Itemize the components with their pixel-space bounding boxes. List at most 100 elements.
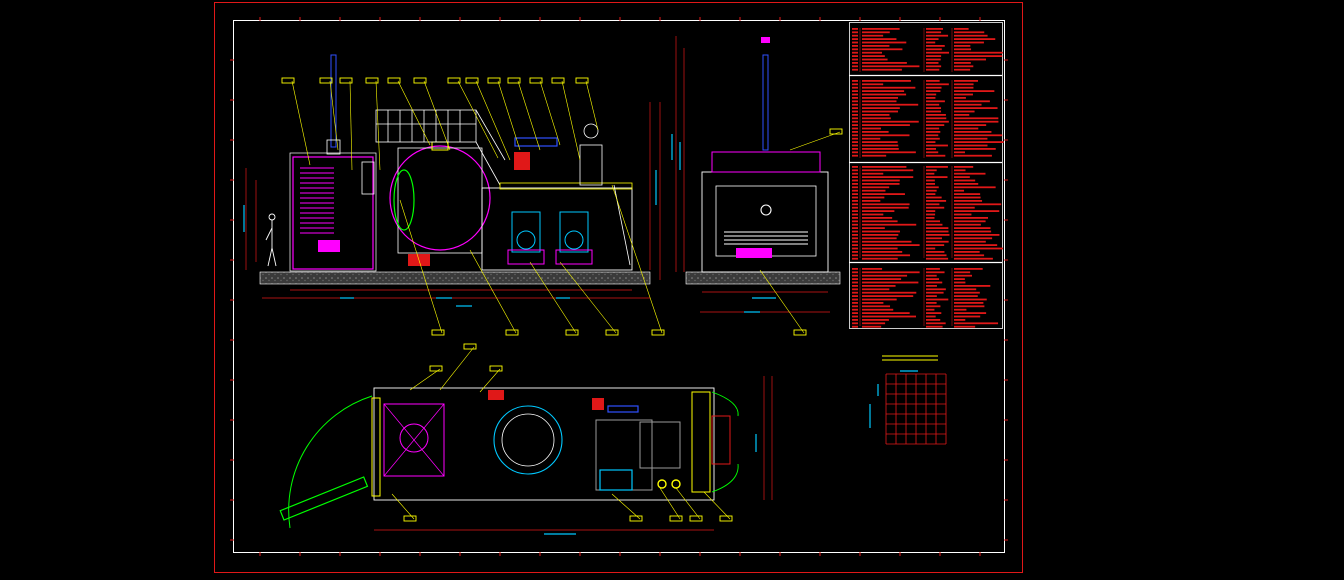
swing-door-leaf <box>279 476 369 521</box>
table-cell <box>852 227 858 229</box>
table-cell <box>862 154 887 157</box>
callout-tag <box>465 77 479 84</box>
table-cell <box>926 237 942 240</box>
table-cell <box>954 220 986 223</box>
table-cell <box>926 274 937 277</box>
table-cell <box>852 240 858 243</box>
table-cell <box>926 90 941 92</box>
table-cell <box>862 281 919 284</box>
leader-line <box>423 80 451 151</box>
table-cell <box>852 103 858 106</box>
table-cell <box>954 315 981 318</box>
table-cell <box>926 189 937 192</box>
table-cell <box>926 203 940 206</box>
table-cell <box>862 110 899 113</box>
table-cell <box>926 217 935 219</box>
table-cell <box>862 206 909 209</box>
leader-line <box>397 80 431 146</box>
table-cell <box>852 144 858 147</box>
table-cell <box>862 196 885 199</box>
main-vessel-body <box>389 145 491 251</box>
plan-cyan-box <box>599 469 633 491</box>
pump-room <box>481 187 633 271</box>
table-cell <box>852 285 858 287</box>
table-cell <box>862 62 907 64</box>
table-cell <box>926 93 937 96</box>
operator-figure-icon <box>265 213 277 267</box>
table-cell <box>862 213 884 216</box>
table-cell <box>954 206 975 209</box>
table-cell <box>852 234 858 236</box>
table-cell <box>852 268 858 270</box>
table-cell <box>926 288 946 291</box>
leader-line <box>409 368 441 391</box>
table-cell <box>954 281 966 284</box>
table-cell <box>926 154 946 157</box>
table-cell <box>926 234 950 236</box>
table-cell <box>926 31 942 34</box>
table-cell <box>852 278 858 280</box>
table-cell <box>954 312 987 314</box>
table-cell <box>954 288 977 291</box>
table-cell <box>862 120 919 123</box>
table-cell <box>926 144 948 147</box>
magenta-block <box>318 240 340 252</box>
table-cell <box>926 308 935 311</box>
table-cell <box>954 144 988 147</box>
leader-line <box>759 269 805 334</box>
table-cell <box>954 68 971 71</box>
callout-tag <box>829 128 843 135</box>
table-cell <box>852 45 858 47</box>
table-cell <box>954 247 1003 250</box>
table-cell <box>954 291 980 294</box>
leader-line <box>585 80 599 131</box>
table-cell <box>862 65 920 68</box>
main-vessel-shell <box>397 147 483 254</box>
table-cell <box>852 114 858 116</box>
table-cell <box>852 137 858 140</box>
table-cell <box>862 34 884 37</box>
blue-equipment <box>514 137 558 147</box>
table-cell <box>852 244 858 246</box>
table-cell <box>852 315 858 318</box>
table-cell <box>954 237 993 240</box>
table-cell <box>926 34 949 37</box>
vessel-hatch-icon <box>393 169 415 231</box>
table-cell <box>862 200 881 202</box>
table-cell <box>954 244 998 246</box>
table-cell <box>954 227 991 229</box>
foundation-slab <box>259 271 651 285</box>
table-cell <box>862 103 919 106</box>
table-cell <box>862 151 916 154</box>
table-cell <box>926 65 942 68</box>
callout-tag <box>387 77 401 84</box>
table-cell <box>954 41 984 44</box>
title-grid <box>869 355 947 445</box>
table-cell <box>954 103 982 106</box>
table-cell <box>852 68 858 71</box>
plan-blue-bar <box>607 405 639 413</box>
leader-line <box>561 80 581 161</box>
callout-tag <box>489 365 503 372</box>
table-cell <box>862 107 900 109</box>
table-cell <box>954 131 992 133</box>
table-cell <box>926 83 949 86</box>
table-cell <box>954 151 965 154</box>
table-cell <box>926 322 946 325</box>
table-cell <box>954 234 1000 236</box>
callout-tag <box>669 515 683 522</box>
table-cell <box>852 38 858 40</box>
table-cell <box>954 141 1004 143</box>
table-cell <box>954 200 983 202</box>
callout-tag <box>281 77 295 84</box>
table-cell <box>862 227 885 229</box>
leader-line <box>517 80 541 151</box>
leader-line <box>703 491 731 520</box>
leader-line <box>539 80 561 146</box>
table-cell <box>954 274 973 277</box>
table-cell <box>852 48 858 51</box>
table-cell <box>954 295 978 297</box>
table-cell <box>926 223 943 226</box>
table-cell <box>862 312 910 314</box>
